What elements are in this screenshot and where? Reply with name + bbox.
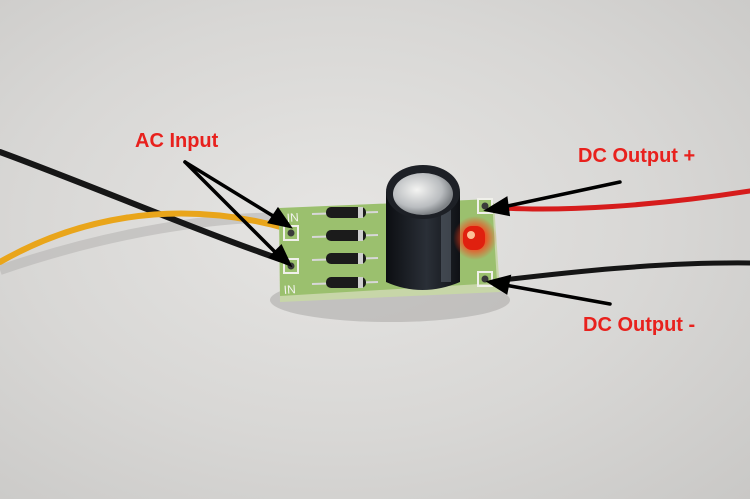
electrolytic-capacitor xyxy=(386,165,460,290)
dc-output-positive-label: DC Output + xyxy=(578,145,696,167)
pad-hole xyxy=(481,275,489,283)
pad-hole xyxy=(481,202,489,210)
silk-label-in-top: IN xyxy=(286,210,299,225)
dc-output-negative-label: DC Output - xyxy=(583,314,696,336)
pad-out-neg xyxy=(477,271,493,287)
ac-input-label: AC Input xyxy=(135,130,219,152)
annotation-arrows xyxy=(183,160,622,306)
diodes xyxy=(311,207,379,288)
red-output-wire xyxy=(485,188,750,212)
pad-in-bottom xyxy=(283,258,299,274)
pad-hole xyxy=(287,229,295,237)
silk-label-in-bottom: IN xyxy=(283,282,296,297)
red-led xyxy=(453,216,497,260)
wire-shadow xyxy=(0,212,291,275)
black-output-wire xyxy=(483,260,750,285)
black-input-wire xyxy=(0,149,291,265)
